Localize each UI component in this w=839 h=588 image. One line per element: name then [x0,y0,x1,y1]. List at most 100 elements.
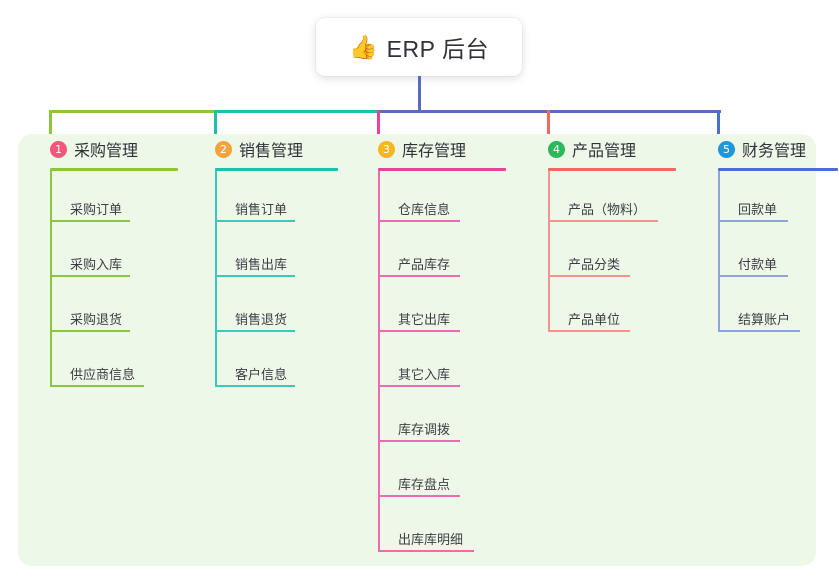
branch-items-4: 产品（物料） 产品分类产品单位 [536,171,706,336]
list-item-label: 仓库信息 [398,202,451,217]
list-item[interactable]: 库存调拨 [366,391,536,446]
branch-title-3: 库存管理 [402,143,467,160]
list-item-label: 库存调拨 [398,422,451,437]
list-item-label: 采购入库 [70,257,123,272]
list-item[interactable]: 销售退货 [203,281,363,336]
list-item-label: 结算账户 [738,312,791,327]
list-item-underline [548,330,630,332]
bus-segment-1 [50,110,215,113]
list-item-underline [378,495,460,497]
list-item-underline [50,275,130,277]
branch-spine-5 [718,171,720,332]
list-item[interactable]: 销售订单 [203,171,363,226]
list-item-label: 客户信息 [235,367,288,382]
list-item-underline [718,330,800,332]
branch-underline-2 [215,168,338,171]
list-item-label: 付款单 [738,257,778,272]
list-item[interactable]: 客户信息 [203,336,363,391]
branch-underline-3 [378,168,506,171]
list-item-underline [378,440,460,442]
list-item-underline [215,330,295,332]
list-item-label: 其它入库 [398,367,451,382]
branch-column-1: 1 采购管理采购订单采购入库采购退货供应商信息 [38,134,198,391]
list-item-label: 产品单位 [568,312,621,327]
branch-badge-5: 5 [718,140,735,158]
list-item-label: 采购订单 [70,202,123,217]
branch-drop-1 [49,110,52,150]
list-item-underline [718,220,788,222]
branch-drop-3 [377,110,380,150]
bus-segment-2 [215,110,378,113]
list-item-label: 销售出库 [235,257,288,272]
list-item[interactable]: 出库库明细 [366,501,536,556]
list-item[interactable]: 结算账户 [706,281,839,336]
branch-items-2: 销售订单销售出库销售退货客户信息 [203,171,363,391]
list-item-label: 库存盘点 [398,477,451,492]
list-item-label: 出库库明细 [398,532,464,547]
branch-title-1: 采购管理 [74,143,139,160]
list-item-underline [718,275,788,277]
list-item-underline [378,275,460,277]
branch-spine-1 [50,171,52,387]
list-item[interactable]: 产品分类 [536,226,706,281]
list-item-underline [215,385,295,387]
list-item-underline [50,385,144,387]
branch-badge-1: 1 [50,140,67,158]
list-item[interactable]: 其它出库 [366,281,536,336]
list-item[interactable]: 采购订单 [38,171,198,226]
branch-drop-2 [214,110,217,150]
list-item[interactable]: 仓库信息 [366,171,536,226]
list-item-label: 回款单 [738,202,778,217]
list-item[interactable]: 销售出库 [203,226,363,281]
list-item-label: 销售退货 [235,312,288,327]
list-item[interactable]: 回款单 [706,171,839,226]
branch-underline-5 [718,168,838,171]
list-item-label: 产品库存 [398,257,451,272]
branch-items-3: 仓库信息产品库存其它出库其它入库库存调拨库存盘点出库库明细 [366,171,536,556]
list-item-underline [215,275,295,277]
list-item-underline [50,330,130,332]
page-title: ERP 后台 [386,36,489,62]
list-item[interactable]: 产品单位 [536,281,706,336]
branch-title-4: 产品管理 [572,143,637,160]
list-item-underline [378,220,460,222]
thumbs-up-icon: 👍 [349,33,378,60]
branch-header-1[interactable]: 1 采购管理 [38,134,198,164]
root-node-card[interactable]: 👍 ERP 后台 [316,18,522,76]
branch-items-1: 采购订单采购入库采购退货供应商信息 [38,171,198,391]
list-item-label: 产品分类 [568,257,621,272]
list-item[interactable]: 采购退货 [38,281,198,336]
list-item-label: 供应商信息 [70,367,136,382]
list-item-label: 销售订单 [235,202,288,217]
branch-spine-2 [215,171,217,387]
list-item[interactable]: 产品（物料） [536,171,706,226]
branch-underline-4 [548,168,676,171]
list-item-underline [50,220,130,222]
root-stem-line [418,76,421,113]
list-item[interactable]: 采购入库 [38,226,198,281]
branch-badge-3: 3 [378,140,395,158]
branch-header-3[interactable]: 3 库存管理 [366,134,536,164]
list-item-underline [378,330,460,332]
list-item-underline [378,550,474,552]
list-item[interactable]: 库存盘点 [366,446,536,501]
list-item-label: 其它出库 [398,312,451,327]
list-item-underline [548,275,630,277]
branch-spine-3 [378,171,380,552]
list-item[interactable]: 其它入库 [366,336,536,391]
list-item[interactable]: 产品库存 [366,226,536,281]
branch-spine-4 [548,171,550,332]
list-item[interactable]: 付款单 [706,226,839,281]
branch-column-3: 3 库存管理仓库信息产品库存其它出库其它入库库存调拨库存盘点出库库明细 [366,134,536,556]
list-item[interactable]: 供应商信息 [38,336,198,391]
list-item-underline [548,220,658,222]
branch-underline-1 [50,168,178,171]
